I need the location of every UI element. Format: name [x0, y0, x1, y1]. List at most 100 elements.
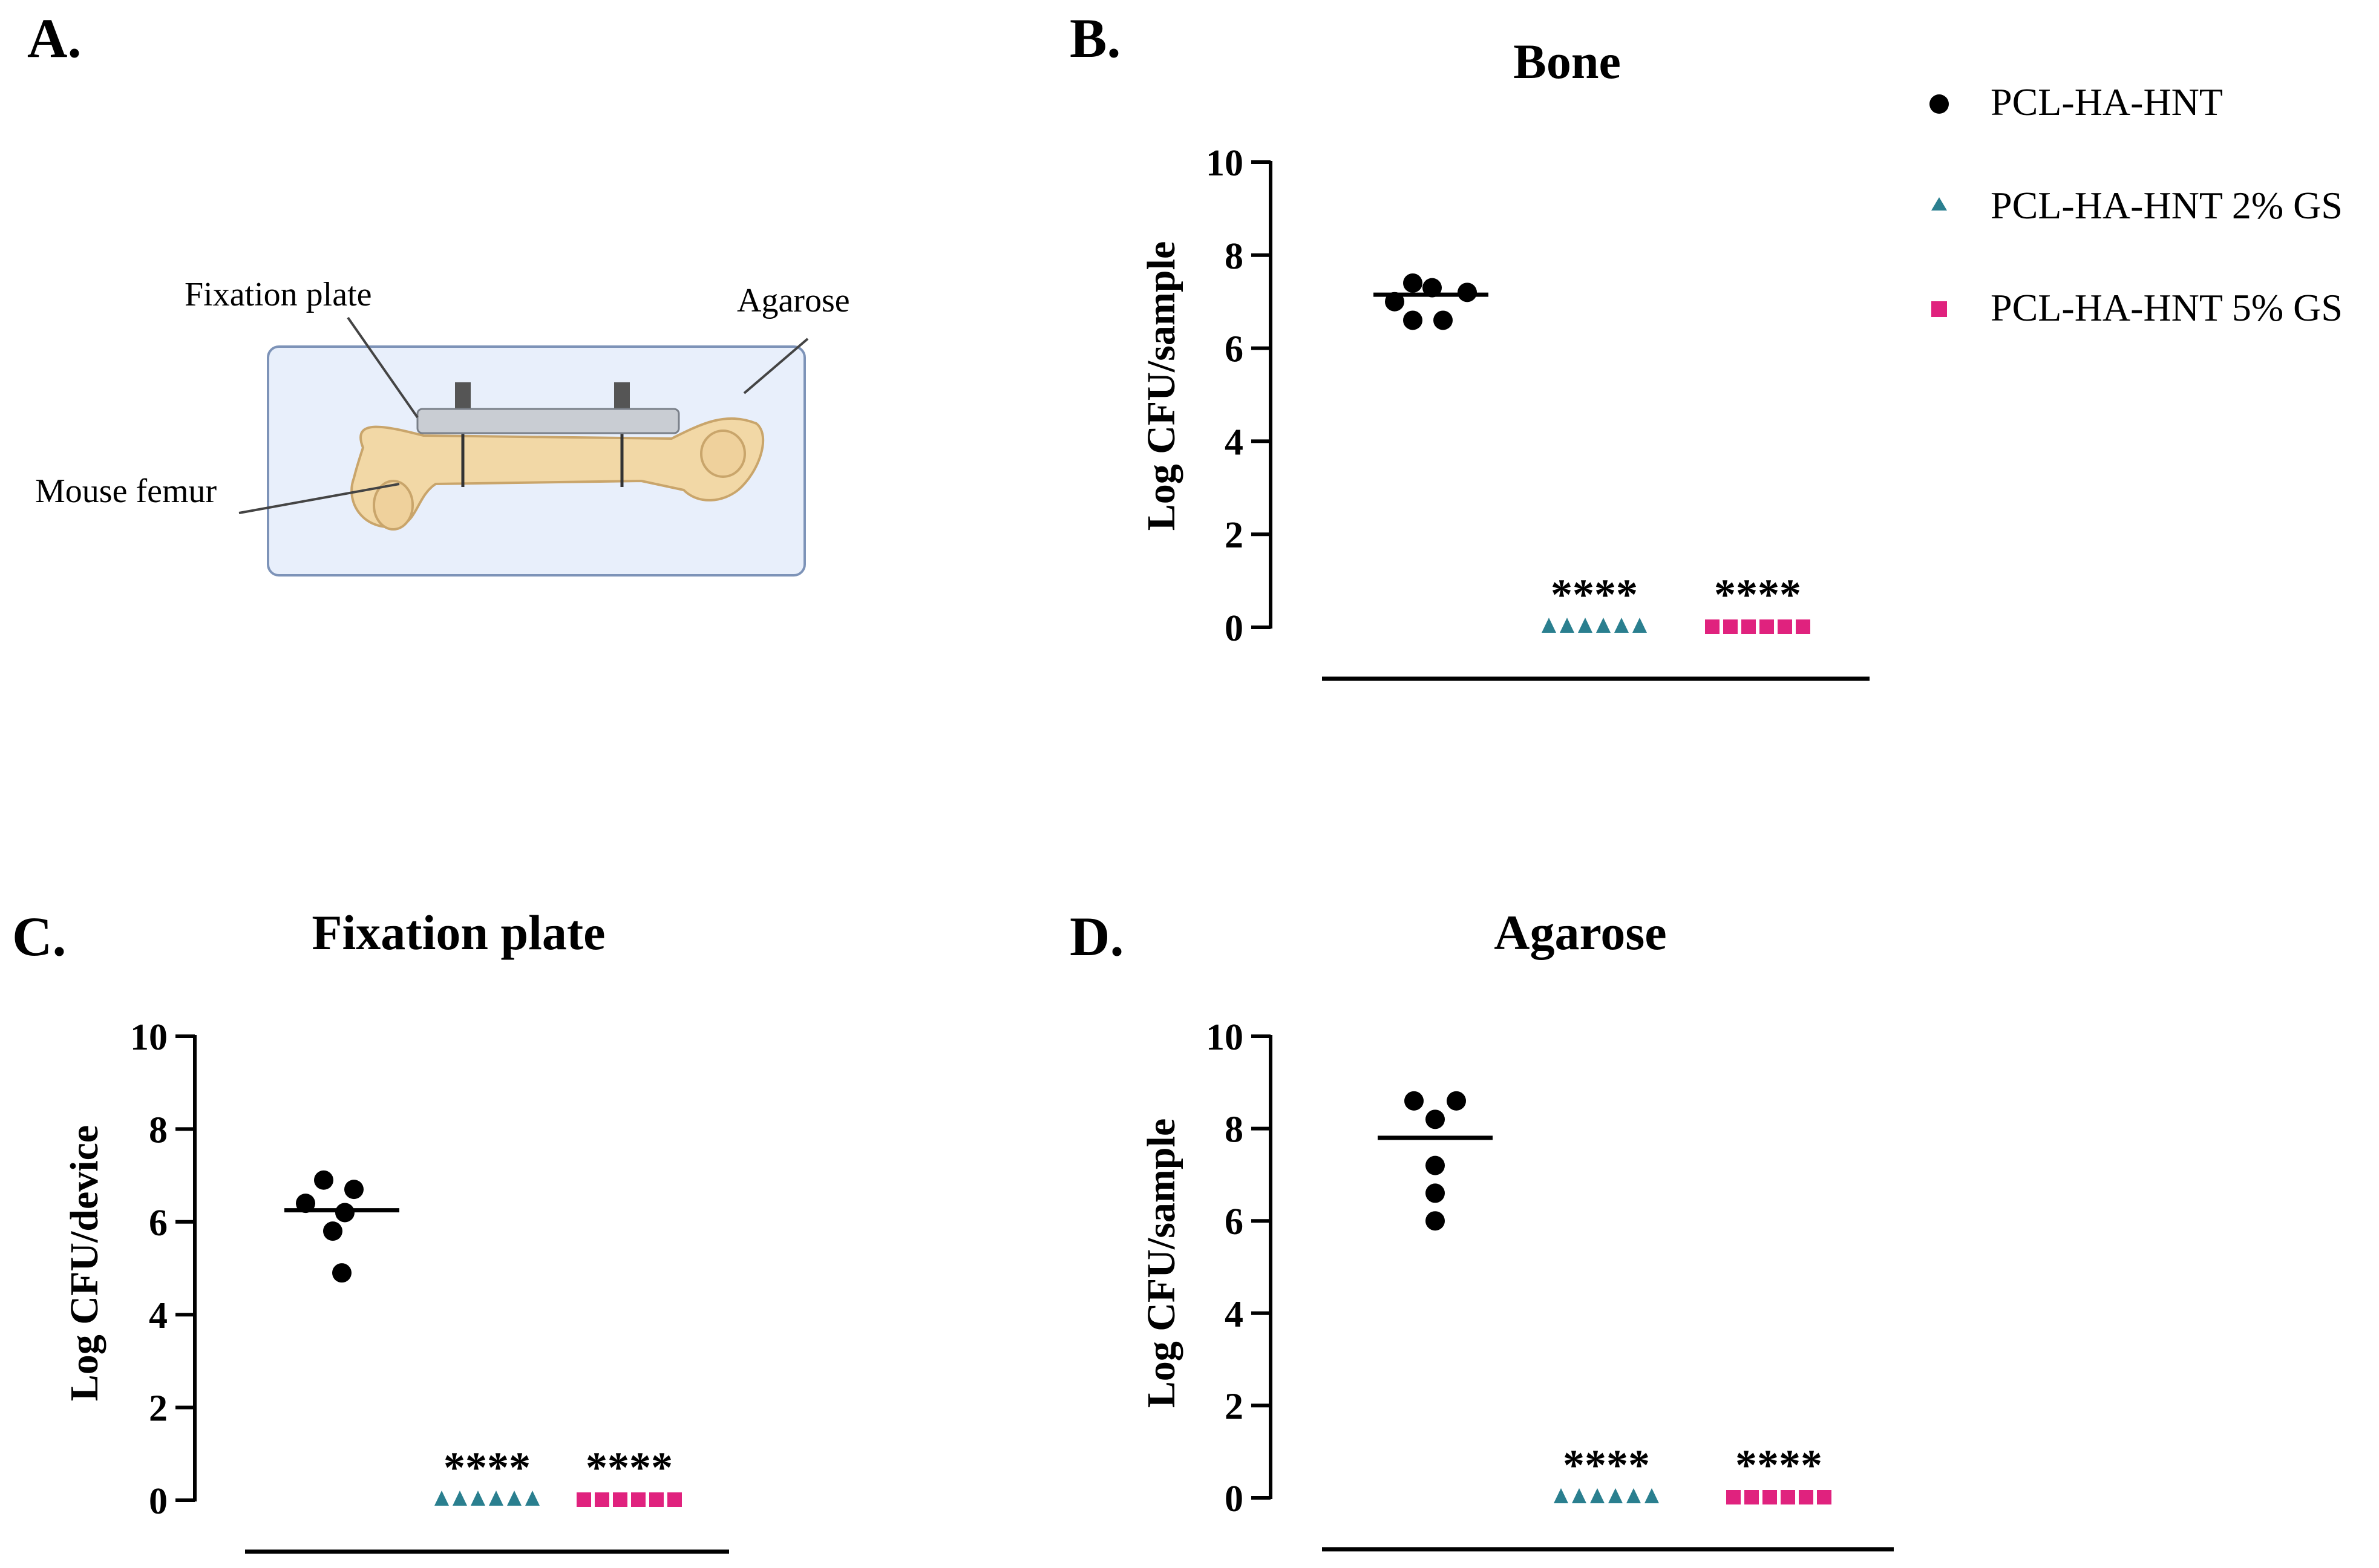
data-point-circle — [323, 1221, 342, 1241]
y-tick-label-fixation-plate: 10 — [130, 1017, 168, 1058]
significance-label: **** — [443, 1443, 531, 1492]
panel-label-b: B. — [1070, 7, 1121, 69]
data-point-square — [667, 1492, 682, 1507]
fixation-plate-label: Fixation plate — [185, 276, 372, 313]
data-point-circle — [1425, 1211, 1445, 1231]
data-point-triangle — [1542, 618, 1556, 633]
data-point-square — [1726, 1490, 1741, 1504]
data-point-square — [1781, 1490, 1795, 1504]
y-tick-label-bone: 8 — [1225, 236, 1243, 277]
data-point-square — [1796, 619, 1810, 634]
femur-bone — [350, 417, 765, 529]
significance-label: **** — [586, 1443, 673, 1492]
data-point-triangle — [1632, 618, 1647, 633]
femur-head — [700, 430, 746, 478]
y-tick-label-agarose: 8 — [1225, 1109, 1243, 1151]
panel-label-a: A. — [27, 7, 82, 69]
data-point-triangle — [1578, 618, 1592, 633]
panel-label-c: C. — [12, 906, 67, 967]
y-tick-label-agarose: 4 — [1225, 1294, 1243, 1335]
legend-item-2-gs: PCL-HA-HNT 2% GS — [1991, 184, 2343, 227]
legend-item-pcl-ha-hnt: PCL-HA-HNT — [1991, 80, 2223, 123]
data-point-square — [1799, 1490, 1813, 1504]
data-point-triangle — [1560, 618, 1574, 633]
significance-label: **** — [1563, 1441, 1650, 1489]
femur-condyle — [373, 480, 414, 531]
data-point-square — [1705, 619, 1720, 634]
data-point-circle — [1422, 278, 1442, 298]
data-point-triangle — [453, 1491, 467, 1506]
agarose-leader — [743, 338, 809, 394]
chart-title-agarose: Agarose — [1494, 905, 1667, 960]
legend-marker-triangle — [1931, 197, 1947, 211]
chart-title-bone: Bone — [1513, 34, 1621, 89]
data-point-triangle — [1590, 1488, 1605, 1503]
data-point-circle — [314, 1170, 333, 1190]
significance-label: **** — [1551, 570, 1638, 619]
data-point-triangle — [507, 1491, 522, 1506]
data-point-circle — [1433, 310, 1453, 330]
y-tick-label-agarose: 10 — [1206, 1017, 1243, 1058]
y-tick-label-bone: 0 — [1225, 608, 1243, 649]
data-point-triangle — [434, 1491, 449, 1506]
femur-diagram-illustration — [238, 316, 809, 577]
data-point-triangle — [1572, 1488, 1586, 1503]
data-point-circle — [296, 1194, 315, 1214]
legend-markers — [1929, 94, 1949, 317]
y-tick-label-fixation-plate: 6 — [149, 1203, 168, 1244]
data-point-circle — [1458, 283, 1477, 302]
data-point-triangle — [1614, 618, 1629, 633]
data-point-triangle — [1608, 1488, 1623, 1503]
data-point-triangle — [525, 1491, 540, 1506]
data-point-circle — [1404, 1091, 1424, 1111]
data-point-square — [577, 1492, 591, 1507]
data-point-circle — [335, 1203, 355, 1223]
data-point-circle — [1425, 1155, 1445, 1175]
data-point-circle — [1403, 273, 1422, 293]
y-tick-label-bone: 10 — [1206, 143, 1243, 184]
data-point-circle — [1425, 1109, 1445, 1129]
fixation-plate — [416, 408, 680, 434]
y-tick-label-agarose: 6 — [1225, 1201, 1243, 1243]
data-point-circle — [1425, 1183, 1445, 1203]
data-point-square — [1778, 619, 1792, 634]
y-tick-label-bone: 4 — [1225, 422, 1243, 463]
y-tick-label-fixation-plate: 0 — [149, 1481, 168, 1522]
significance-label: **** — [1714, 570, 1801, 619]
data-point-square — [613, 1492, 627, 1507]
y-tick-label-fixation-plate: 4 — [149, 1295, 168, 1336]
panel-label-d: D. — [1070, 906, 1124, 967]
data-point-square — [1741, 619, 1756, 634]
data-point-triangle — [1626, 1488, 1641, 1503]
data-point-square — [1759, 619, 1774, 634]
data-point-square — [1762, 1490, 1777, 1504]
data-point-square — [1744, 1490, 1759, 1504]
data-point-triangle — [1644, 1488, 1659, 1503]
data-point-square — [595, 1492, 609, 1507]
agarose-label: Agarose — [737, 282, 850, 319]
y-tick-label-fixation-plate: 2 — [149, 1388, 168, 1429]
data-point-triangle — [489, 1491, 503, 1506]
data-point-square — [631, 1492, 646, 1507]
data-point-circle — [1447, 1091, 1466, 1111]
legend-marker-circle — [1929, 94, 1949, 114]
data-point-circle — [1385, 292, 1404, 312]
data-point-circle — [1403, 310, 1422, 330]
mouse-femur-label: Mouse femur — [35, 472, 217, 510]
y-tick-label-agarose: 0 — [1225, 1478, 1243, 1520]
y-tick-label-fixation-plate: 8 — [149, 1109, 168, 1151]
legend-item-5-gs: PCL-HA-HNT 5% GS — [1991, 286, 2343, 329]
significance-label: **** — [1735, 1441, 1822, 1489]
legend-marker-square — [1931, 301, 1947, 317]
data-point-circle — [332, 1263, 352, 1283]
data-point-square — [1723, 619, 1738, 634]
fixation-plate-leader — [347, 316, 419, 419]
chart-title-fixation-plate: Fixation plate — [312, 905, 606, 960]
data-point-triangle — [1596, 618, 1611, 633]
data-point-circle — [344, 1180, 364, 1200]
y-tick-label-agarose: 2 — [1225, 1386, 1243, 1427]
data-point-triangle — [471, 1491, 485, 1506]
data-point-square — [1817, 1490, 1831, 1504]
y-tick-label-bone: 2 — [1225, 515, 1243, 556]
